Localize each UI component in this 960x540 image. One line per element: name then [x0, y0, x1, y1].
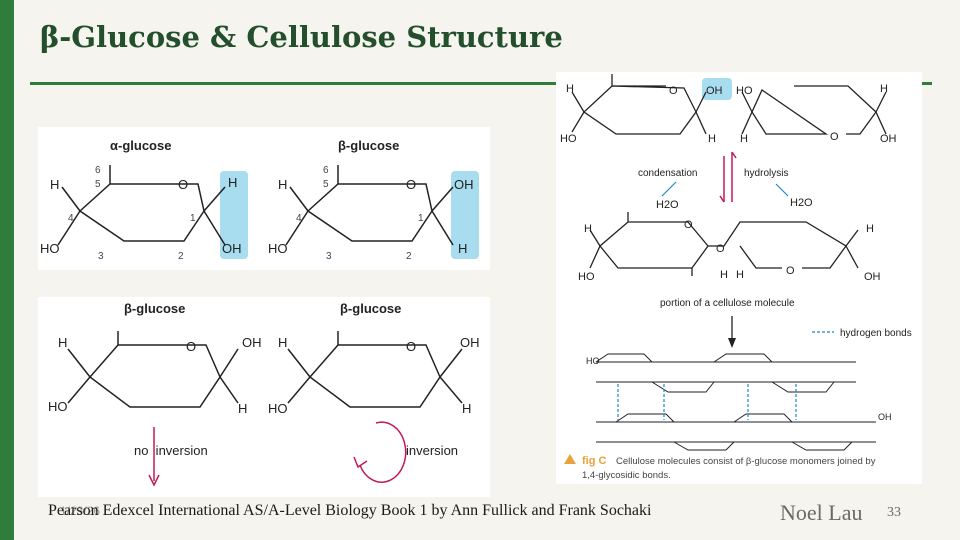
- svg-text:5: 5: [95, 179, 101, 190]
- svg-text:O: O: [406, 177, 416, 192]
- author-name: Noel Lau: [780, 500, 863, 525]
- svg-text:OH: OH: [454, 177, 474, 192]
- slide-date: 1/23/26: [60, 504, 101, 518]
- svg-text:HO: HO: [560, 133, 577, 145]
- inversion-right-title: β-glucose: [340, 301, 401, 316]
- slide-title: β-Glucose & Cellulose Structure: [40, 20, 563, 54]
- svg-text:5: 5: [323, 179, 329, 190]
- svg-text:H: H: [880, 83, 888, 95]
- water-right: H2O: [790, 197, 813, 209]
- svg-text:O: O: [684, 219, 693, 231]
- water-left: H2O: [656, 199, 679, 211]
- svg-text:O: O: [186, 339, 196, 354]
- svg-text:OH: OH: [706, 85, 723, 97]
- svg-text:HO: HO: [268, 241, 288, 256]
- svg-text:H: H: [278, 177, 287, 192]
- condensation-label: condensation: [638, 168, 698, 179]
- svg-text:O: O: [786, 265, 795, 277]
- svg-text:3: 3: [326, 251, 332, 262]
- inversion-label: inversion: [406, 443, 458, 458]
- hydrogen-bonds-label: hydrogen bonds: [840, 328, 912, 339]
- svg-text:6: 6: [323, 165, 329, 176]
- svg-text:O: O: [178, 177, 188, 192]
- svg-text:HO: HO: [48, 399, 68, 414]
- svg-text:OH: OH: [880, 133, 897, 145]
- svg-text:OH: OH: [242, 335, 262, 350]
- svg-text:1: 1: [418, 213, 424, 224]
- inversion-circular-arrow: [359, 421, 407, 483]
- svg-text:H: H: [278, 335, 287, 350]
- svg-text:3: 3: [98, 251, 104, 262]
- svg-text:HO: HO: [40, 241, 60, 256]
- beta-glucose-inversion-figure: β-glucose β-glucose O H HO OH H O H HO O…: [38, 297, 490, 497]
- fig-label: fig C: [582, 455, 606, 467]
- caption-line-2: 1,4-glycosidic bonds.: [582, 470, 671, 481]
- svg-text:4: 4: [296, 213, 302, 224]
- svg-text:1: 1: [190, 213, 196, 224]
- svg-text:H: H: [228, 175, 237, 190]
- portion-label: portion of a cellulose molecule: [660, 298, 795, 309]
- svg-text:HO: HO: [268, 401, 288, 416]
- beta-glucose-title: β-glucose: [338, 138, 399, 153]
- svg-text:H: H: [462, 401, 471, 416]
- no-inversion-label: no inversion: [134, 443, 208, 458]
- svg-text:H: H: [458, 241, 467, 256]
- alpha-beta-glucose-figure: α-glucose β-glucose O H HO H OH 6 5 4 3 …: [38, 127, 490, 270]
- svg-text:H: H: [50, 177, 59, 192]
- svg-text:H: H: [736, 269, 744, 281]
- svg-text:HO: HO: [736, 85, 753, 97]
- title-divider: [30, 82, 932, 85]
- svg-text:2: 2: [178, 251, 184, 262]
- svg-text:H: H: [566, 83, 574, 95]
- page-number: 33: [887, 505, 901, 520]
- svg-text:H: H: [720, 269, 728, 281]
- svg-text:H: H: [238, 401, 247, 416]
- svg-text:O: O: [669, 85, 678, 97]
- svg-text:2: 2: [406, 251, 412, 262]
- svg-text:HO: HO: [578, 271, 595, 283]
- svg-text:OH: OH: [864, 271, 881, 283]
- accent-side-bar: [0, 0, 14, 540]
- svg-text:OH: OH: [460, 335, 480, 350]
- caption-line-1: Cellulose molecules consist of β-glucose…: [616, 456, 876, 467]
- svg-text:O: O: [830, 131, 839, 143]
- alpha-glucose-title: α-glucose: [110, 138, 171, 153]
- svg-text:H: H: [866, 223, 874, 235]
- svg-text:O: O: [406, 339, 416, 354]
- source-citation: Pearson Edexcel International AS/A-Level…: [48, 502, 652, 519]
- svg-text:H: H: [740, 133, 748, 145]
- svg-text:OH: OH: [222, 241, 242, 256]
- inversion-left-title: β-glucose: [124, 301, 185, 316]
- svg-text:4: 4: [68, 213, 74, 224]
- svg-text:H: H: [708, 133, 716, 145]
- svg-text:H: H: [584, 223, 592, 235]
- svg-text:H: H: [58, 335, 67, 350]
- cellulose-formation-figure: H HO O OH HO H H O H OH condensation hyd…: [556, 72, 922, 484]
- svg-text:6: 6: [95, 165, 101, 176]
- svg-text:OH: OH: [878, 412, 892, 422]
- svg-text:O: O: [716, 243, 725, 255]
- hydrolysis-label: hydrolysis: [744, 168, 788, 179]
- fig-marker-icon: [564, 454, 576, 464]
- svg-text:HO: HO: [586, 356, 600, 366]
